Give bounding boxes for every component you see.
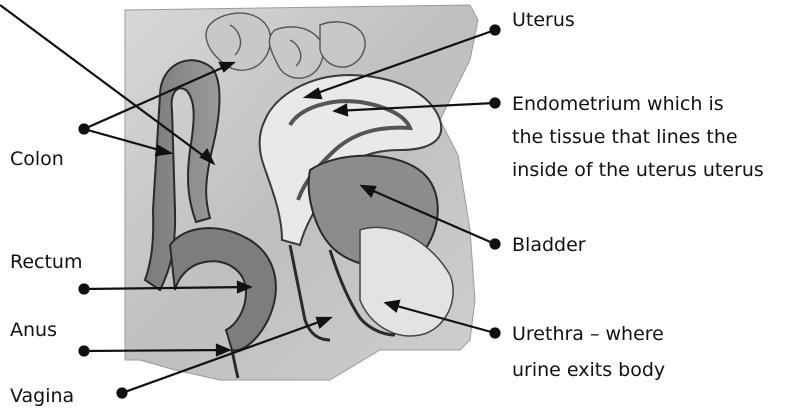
label-bladder: Bladder	[512, 231, 586, 259]
anatomy-illustration	[125, 5, 478, 380]
label-endometrium-line2: the tissue that lines the	[512, 123, 738, 151]
label-endometrium-line1: Endometrium which is	[512, 90, 724, 118]
label-urethra-line2: urine exits body	[512, 356, 665, 384]
label-rectum: Rectum	[10, 248, 82, 276]
label-colon: Colon	[10, 145, 64, 173]
label-urethra-line1: Urethra – where	[512, 320, 664, 348]
label-uterus: Uterus	[512, 6, 575, 34]
label-vagina: Vagina	[10, 382, 74, 410]
label-endometrium-line3: inside of the uterus uterus	[512, 156, 764, 184]
label-anus: Anus	[10, 316, 57, 344]
